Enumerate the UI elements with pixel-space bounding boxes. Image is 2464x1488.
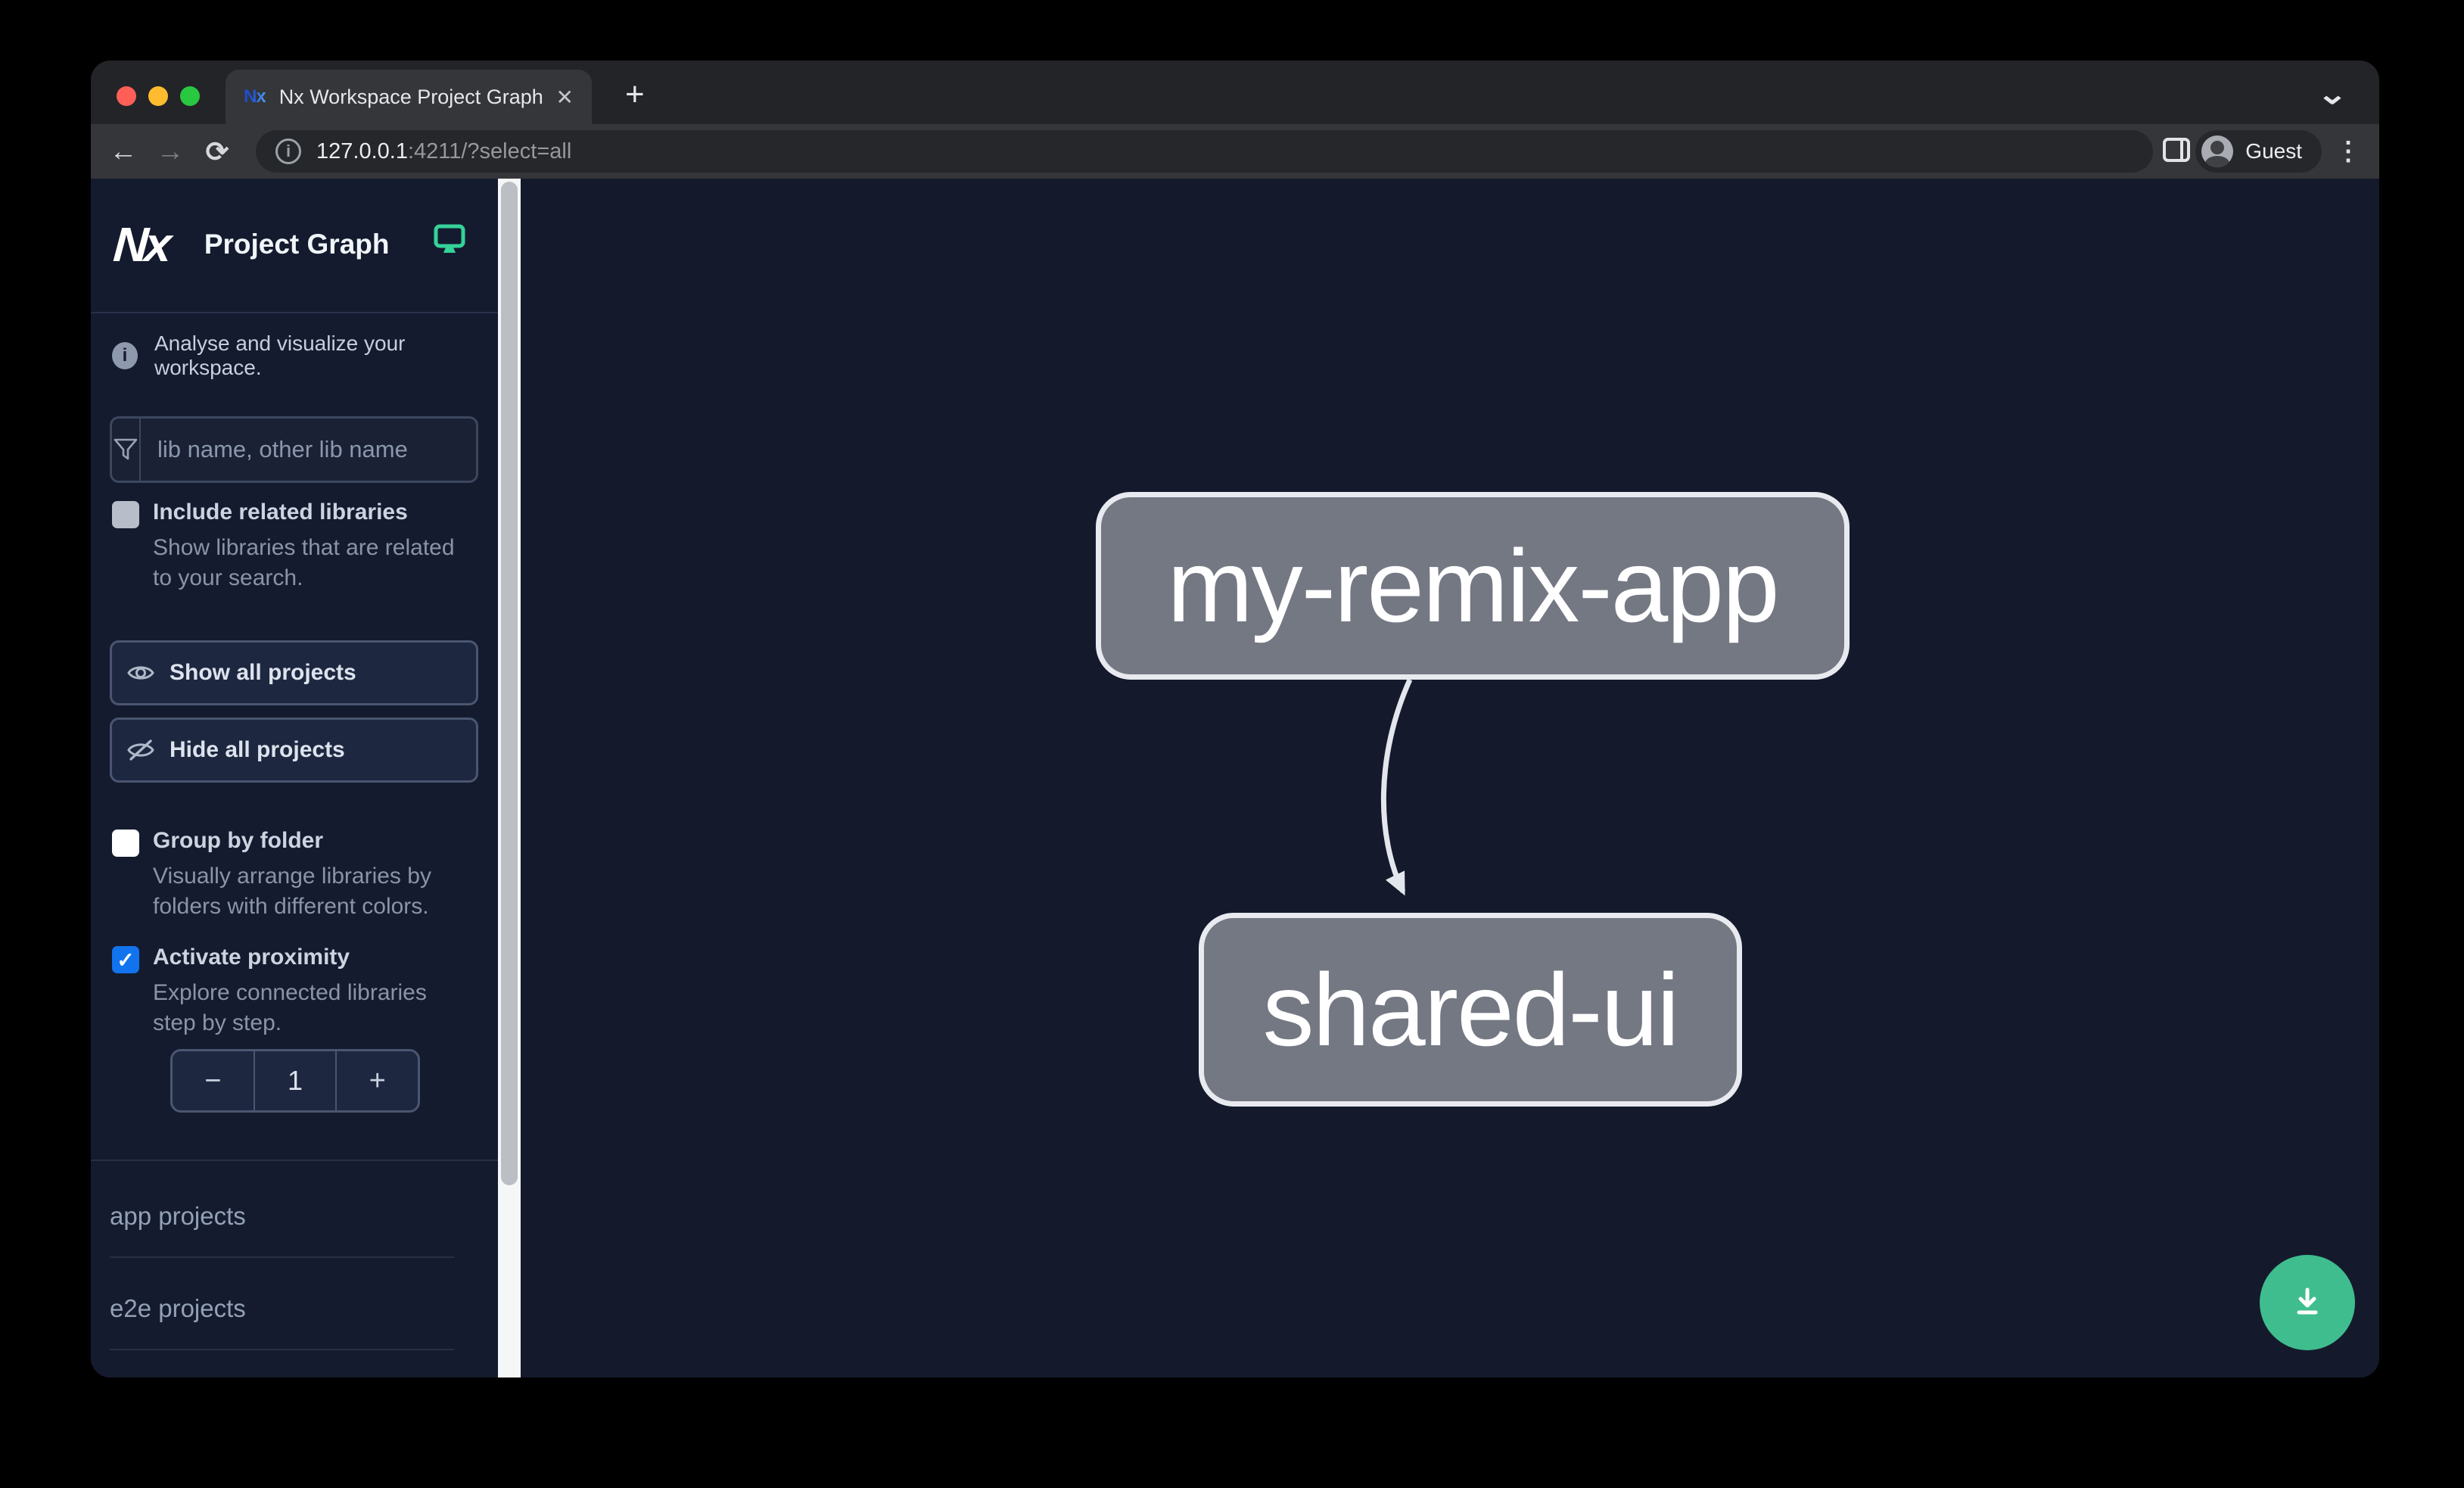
section-app-projects: app projects bbox=[110, 1202, 246, 1230]
traffic-lights bbox=[117, 86, 200, 106]
filter-searchbox bbox=[110, 416, 478, 483]
group-by-folder-description: Visually arrange libraries by folders wi… bbox=[153, 864, 431, 919]
browser-tab[interactable]: Nx Nx Workspace Project Graph ✕ bbox=[226, 70, 592, 124]
sidebar-scrollbar-thumb[interactable] bbox=[501, 182, 518, 1185]
hide-all-projects-button[interactable]: Hide all projects bbox=[110, 718, 478, 783]
sidebar: Nx Project Graph i Analyse and visualize… bbox=[91, 179, 498, 1377]
activate-proximity-toggle: ✓ Activate proximity Explore connected l… bbox=[112, 945, 463, 1038]
show-all-projects-button[interactable]: Show all projects bbox=[110, 640, 478, 705]
search-input[interactable] bbox=[141, 436, 476, 463]
forward-button[interactable]: → bbox=[156, 135, 185, 167]
section-app-underline bbox=[110, 1256, 454, 1258]
avatar-icon bbox=[2201, 135, 2234, 167]
include-related-description: Show libraries that are related to your … bbox=[153, 535, 455, 590]
profile-label: Guest bbox=[2245, 139, 2302, 163]
download-icon bbox=[2289, 1283, 2326, 1323]
stepper-increment-button[interactable]: + bbox=[335, 1051, 418, 1110]
tab-strip: Nx Nx Workspace Project Graph ✕ + ⌄ bbox=[91, 61, 2379, 124]
include-related-checkbox[interactable] bbox=[112, 501, 139, 528]
header-divider bbox=[91, 312, 498, 313]
url-bar[interactable]: i 127.0.0.1:4211/?select=all bbox=[256, 130, 2153, 173]
url-host: 127.0.0.1 bbox=[316, 139, 408, 163]
section-e2e-projects: e2e projects bbox=[110, 1294, 246, 1322]
nx-favicon-icon: Nx bbox=[244, 86, 266, 107]
group-by-folder-checkbox[interactable] bbox=[112, 830, 139, 857]
dependency-edge bbox=[1380, 678, 1413, 896]
projects-divider bbox=[91, 1160, 498, 1161]
stepper-decrement-button[interactable]: − bbox=[204, 1064, 222, 1097]
eye-icon bbox=[112, 662, 170, 684]
group-by-folder-label: Group by folder bbox=[153, 828, 323, 853]
minimize-window-icon[interactable] bbox=[148, 86, 168, 106]
eye-off-icon bbox=[112, 738, 170, 762]
sidebar-scrollbar[interactable] bbox=[498, 179, 521, 1377]
include-related-label: Include related libraries bbox=[153, 500, 408, 525]
page-title: Project Graph bbox=[204, 229, 390, 260]
profile-button[interactable]: Guest bbox=[2195, 130, 2322, 173]
browser-menu-icon[interactable]: ⋮ bbox=[2335, 137, 2361, 166]
side-panel-icon[interactable] bbox=[2163, 138, 2190, 162]
filter-funnel-icon bbox=[112, 419, 141, 481]
new-tab-button[interactable]: + bbox=[625, 76, 645, 113]
tagline-row: i Analyse and visualize your workspace. bbox=[112, 332, 498, 380]
theme-monitor-icon[interactable] bbox=[433, 223, 466, 260]
close-window-icon[interactable] bbox=[117, 86, 136, 106]
tab-title: Nx Workspace Project Graph bbox=[278, 85, 543, 108]
graph-node-shared-ui[interactable]: shared-ui bbox=[1199, 913, 1742, 1107]
brand: Nx Project Graph bbox=[111, 216, 390, 272]
proximity-stepper: − 1 + bbox=[170, 1049, 420, 1113]
maximize-window-icon[interactable] bbox=[180, 86, 200, 106]
include-related-toggle: Include related libraries Show libraries… bbox=[112, 500, 463, 593]
browser-toolbar: ← → ⟳ i 127.0.0.1:4211/?select=all Guest… bbox=[91, 124, 2379, 179]
reload-button[interactable]: ⟳ bbox=[205, 135, 229, 167]
show-all-projects-label: Show all projects bbox=[170, 660, 356, 685]
tab-close-icon[interactable]: ✕ bbox=[555, 85, 574, 109]
stepper-value: 1 bbox=[253, 1051, 336, 1110]
hide-all-projects-label: Hide all projects bbox=[170, 737, 345, 762]
activate-proximity-label: Activate proximity bbox=[153, 945, 350, 970]
url-path: :4211/?select=all bbox=[407, 139, 572, 163]
activate-proximity-description: Explore connected libraries step by step… bbox=[153, 980, 427, 1035]
graph-canvas[interactable]: my-remix-app shared-ui bbox=[521, 179, 2379, 1377]
section-e2e-underline bbox=[110, 1349, 454, 1350]
url-text: 127.0.0.1:4211/?select=all bbox=[316, 139, 571, 164]
nx-logo: Nx bbox=[111, 217, 170, 272]
tab-overflow-chevron-icon[interactable]: ⌄ bbox=[2316, 79, 2348, 111]
browser-window: Nx Nx Workspace Project Graph ✕ + ⌄ ← → … bbox=[91, 61, 2379, 1377]
download-graph-button[interactable] bbox=[2260, 1255, 2355, 1350]
back-button[interactable]: ← bbox=[109, 135, 138, 167]
site-info-icon[interactable]: i bbox=[275, 139, 301, 164]
group-by-folder-toggle: Group by folder Visually arrange librari… bbox=[112, 828, 463, 922]
graph-node-my-remix-app[interactable]: my-remix-app bbox=[1096, 492, 1850, 680]
tagline-text: Analyse and visualize your workspace. bbox=[154, 332, 406, 379]
info-icon: i bbox=[112, 342, 138, 369]
activate-proximity-checkbox[interactable]: ✓ bbox=[112, 946, 139, 973]
page-content: Nx Project Graph i Analyse and visualize… bbox=[91, 179, 2379, 1377]
